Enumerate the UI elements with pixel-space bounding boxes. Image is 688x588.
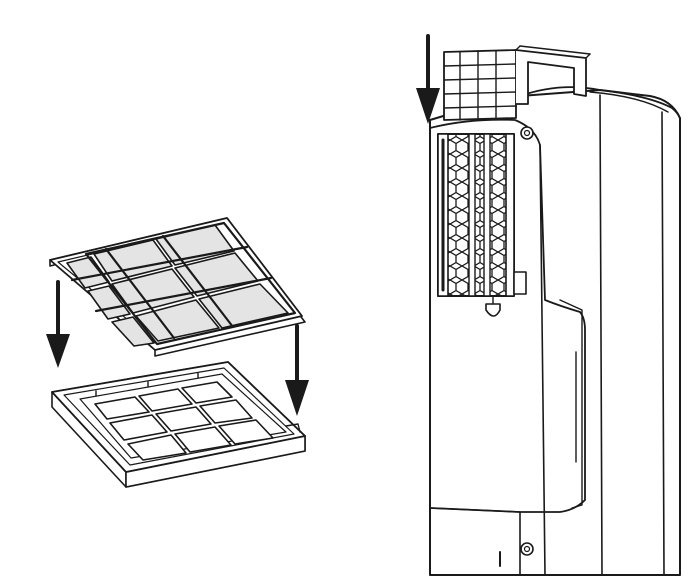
down-arrow-icon <box>46 280 70 368</box>
mesh-filter-sheet <box>49 217 306 357</box>
dehumidifier-unit <box>416 34 681 576</box>
filter-frame-tray <box>51 361 306 488</box>
frame-clips <box>95 372 199 397</box>
insert-filter-cartridge <box>443 45 591 121</box>
down-arrow-icon <box>416 34 440 124</box>
filter-assembly <box>46 217 309 488</box>
cartridge-handle <box>515 49 587 105</box>
rear-filter-grille <box>437 133 527 317</box>
mesh-grid <box>70 221 297 346</box>
down-arrow-icon <box>285 324 309 416</box>
frame-openings <box>94 381 274 461</box>
